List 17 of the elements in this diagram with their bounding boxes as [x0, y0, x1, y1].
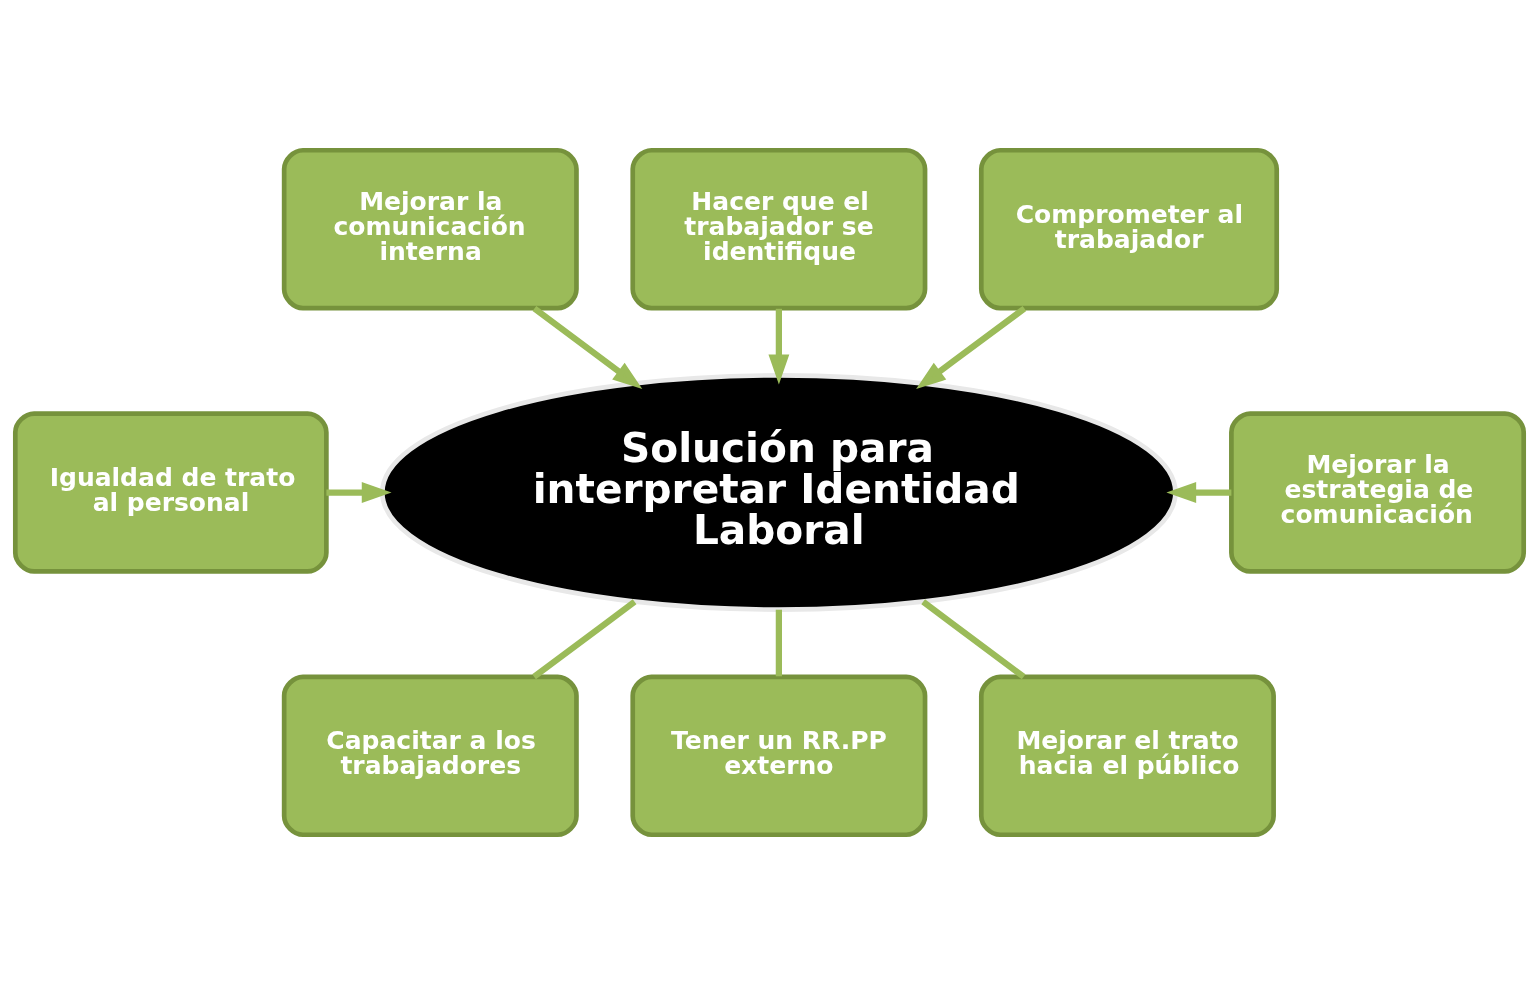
connector [775, 609, 782, 677]
node-box: Capacitar a los trabajadores [281, 674, 579, 838]
arrow [1166, 482, 1232, 503]
node-box: Tener un RR.PP externo [630, 674, 928, 838]
connector [921, 599, 1026, 680]
connector [532, 599, 637, 680]
node-box: Mejorar la estrategia de comunicación [1229, 411, 1527, 574]
node-ellipse: Solución para interpretar Identidad Laboral [379, 373, 1178, 612]
node-box: Igualdad de trato al personal [12, 411, 329, 574]
arrow [768, 308, 790, 385]
node-box: Mejorar la comunicación interna [281, 147, 579, 311]
arrow [326, 482, 392, 503]
arrow [916, 305, 1027, 389]
arrow [532, 305, 643, 389]
node-box: Comprometer al trabajador [978, 147, 1280, 311]
node-box: Hacer que el trabajador se identifique [630, 147, 928, 311]
node-box: Mejorar el trato hacia el público [978, 674, 1276, 838]
